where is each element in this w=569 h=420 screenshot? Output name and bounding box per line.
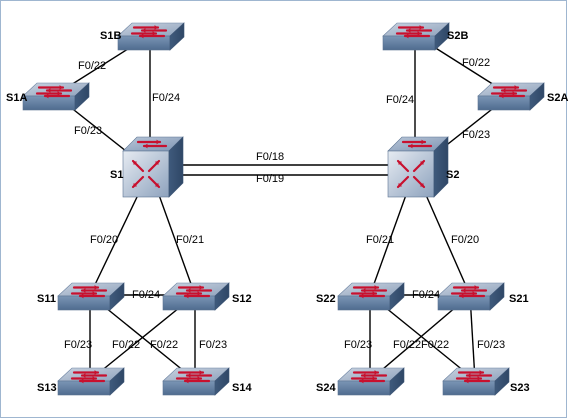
multilayer-switch-s2-icon [387,136,449,198]
device-label-s1b: S1B [100,30,121,42]
multilayer-switch-s1-icon [122,136,184,198]
port-label-s22-s24: F0/23 [344,339,372,351]
port-label-s2-s21: F0/20 [451,234,479,246]
links-layer [54,34,511,381]
port-label-s22-s21: F0/24 [412,289,440,301]
device-label-s24: S24 [316,382,336,394]
port-label-s2-s22: F0/21 [366,234,394,246]
device-label-s2: S2 [446,169,459,181]
device-label-s1a: S1A [6,92,27,104]
port-label-s12-s13: F0/22 [112,339,140,351]
switch-s13-icon [57,367,125,396]
port-label-s11-s12: F0/24 [132,289,160,301]
port-label-s2-s2b: F0/24 [386,94,414,106]
port-label-s1-s1a: F0/23 [74,125,102,137]
device-label-s22: S22 [316,293,336,305]
device-label-s1: S1 [110,169,123,181]
port-label-s22-s23: F0/22 [421,339,449,351]
port-label-s1-s12: F0/21 [176,234,204,246]
switch-s2b-icon [382,22,450,51]
switch-s24-icon [337,367,405,396]
port-label-s12-s14: F0/23 [199,339,227,351]
port-label-s1-s11: F0/20 [90,234,118,246]
switch-s23-icon [442,367,510,396]
device-label-s14: S14 [232,382,252,394]
port-label-s21-s24: F0/22 [393,339,421,351]
switch-s12-icon [162,282,230,311]
port-label-s2-s2a: F0/23 [462,129,490,141]
port-label-s2b-s2a: F0/22 [462,57,490,69]
port-label-s1b-s1a: F0/22 [78,60,106,72]
switch-s1b-icon [117,22,185,51]
device-label-s12: S12 [232,293,252,305]
device-label-s2a: S2A [547,92,568,104]
device-label-s2b: S2B [447,30,468,42]
port-label-s11-s14: F0/22 [150,339,178,351]
device-label-s21: S21 [509,293,529,305]
device-label-s11: S11 [37,293,56,305]
switch-s1a-icon [22,82,90,111]
switch-s22-icon [337,282,405,311]
port-label-s1-s2: F0/18 [256,151,284,163]
switch-s2a-icon [477,82,545,111]
device-label-s13: S13 [37,382,57,394]
switch-s14-icon [162,367,230,396]
port-label-s1-s2: F0/19 [256,173,284,185]
port-label-s21-s23: F0/23 [477,339,505,351]
switch-s11-icon [57,282,125,311]
switch-s21-icon [437,282,505,311]
port-label-s1-s1b: F0/24 [152,92,180,104]
device-label-s23: S23 [510,382,530,394]
port-label-s11-s13: F0/23 [64,339,92,351]
devices-layer [22,22,545,396]
